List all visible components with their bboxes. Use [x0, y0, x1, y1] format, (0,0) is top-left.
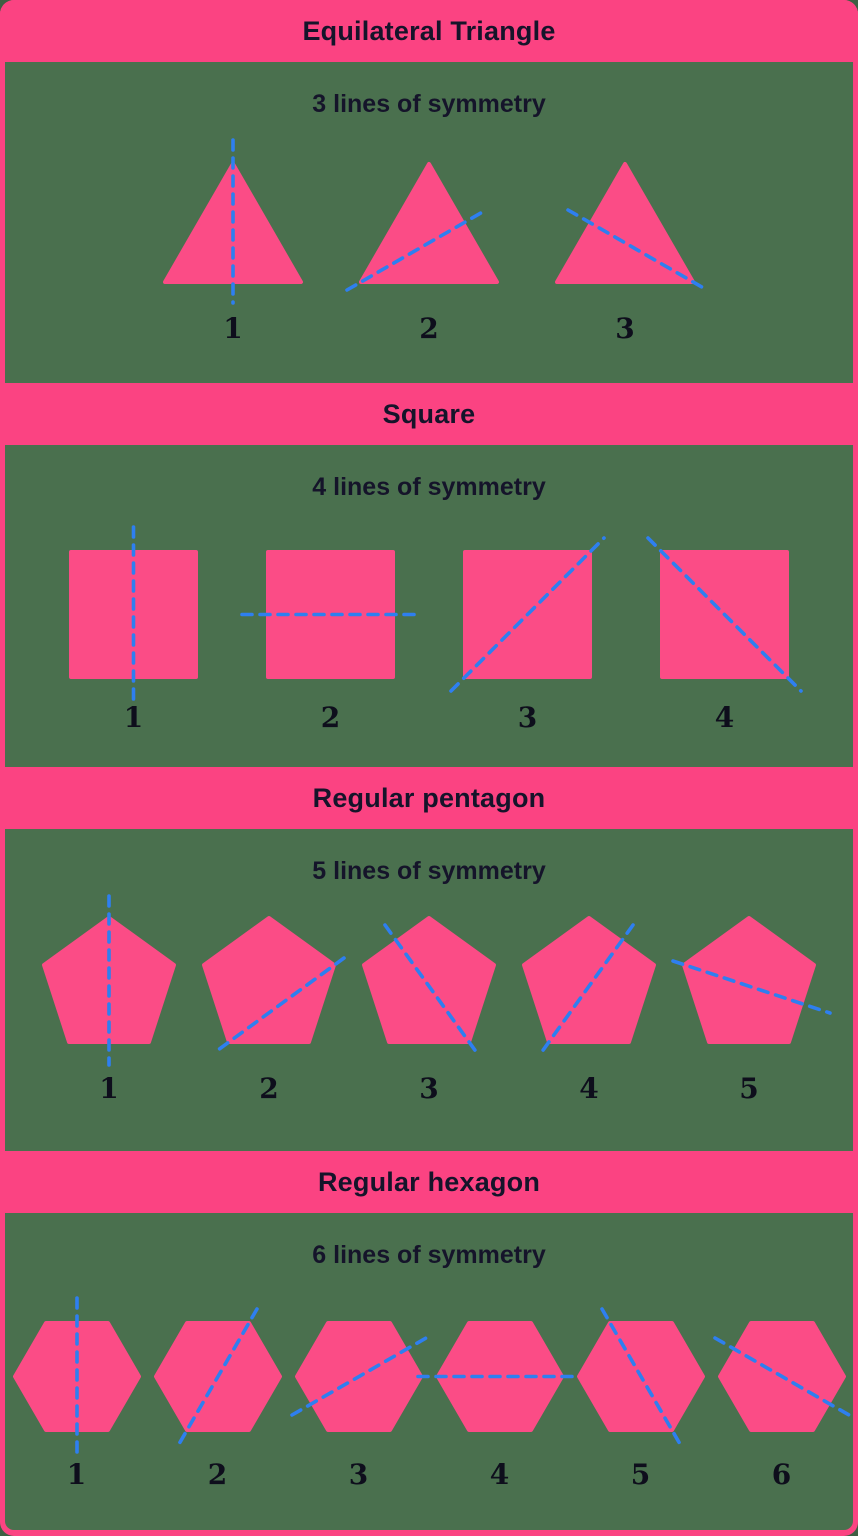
triangle-figure-1: 1 — [163, 138, 303, 345]
square-figure-3: 3 — [449, 536, 606, 734]
figure-number: 1 — [99, 1072, 119, 1105]
figure-row: 1 2 3 4 5 — [42, 894, 832, 1105]
pentagon-svg — [42, 894, 176, 1067]
figure-number: 1 — [123, 701, 144, 734]
triangle-svg — [345, 162, 499, 292]
section-content: 4 lines of symmetry 1 2 3 4 — [5, 445, 853, 767]
section-content: 6 lines of symmetry 1 2 3 4 5 6 — [5, 1213, 853, 1530]
figure-number: 4 — [489, 1458, 510, 1491]
symmetry-line-diagonal-bottom-left-to-top-right — [449, 536, 606, 693]
square-shape — [69, 550, 198, 679]
section-header: Regular hexagon — [0, 1151, 858, 1213]
triangle-shape — [359, 162, 499, 284]
hexagon-svg — [12, 1296, 141, 1457]
lines-of-symmetry-subtitle: 5 lines of symmetry — [312, 857, 546, 885]
figure-number: 2 — [419, 312, 439, 345]
section-title: Regular pentagon — [312, 782, 546, 813]
square-svg — [449, 536, 606, 693]
symmetry-line-right-vertex-to-bottom-left — [216, 956, 346, 1052]
symmetry-line-left-vertex-to-lower-right-edge — [671, 959, 832, 1015]
figure-number: 3 — [348, 1458, 369, 1491]
hexagon-svg — [289, 1321, 428, 1432]
figure-row: 1 2 3 4 — [69, 525, 803, 734]
symmetry-line-diagonal-top-left-to-bottom-right — [646, 536, 803, 693]
hexagon-svg — [576, 1307, 705, 1446]
section-square: Square 4 lines of symmetry 1 2 3 4 — [0, 383, 858, 767]
square-figure-4: 4 — [646, 536, 803, 734]
pentagon-shape — [202, 916, 336, 1044]
figure-number: 2 — [207, 1458, 228, 1491]
lines-of-symmetry-subtitle: 4 lines of symmetry — [312, 473, 546, 501]
lines-of-symmetry-subtitle: 6 lines of symmetry — [312, 1241, 546, 1269]
symmetry-line-upper-left-to-lower-right-edge-midpoints — [712, 1336, 851, 1417]
pentagon-svg — [202, 916, 346, 1052]
hexagon-figure-4: 4 — [415, 1321, 584, 1491]
figure-number: 1 — [223, 312, 243, 345]
symmetry-line-upper-left-edge-to-bottom-right-vertex — [383, 923, 479, 1055]
figure-number: 4 — [714, 701, 735, 734]
hexagon-figure-3: 3 — [289, 1321, 428, 1491]
hexagon-figure-2: 2 — [153, 1307, 282, 1491]
figure-number: 5 — [630, 1458, 651, 1491]
section-title: Square — [382, 398, 476, 429]
figure-number: 4 — [579, 1072, 599, 1105]
figure-number: 2 — [259, 1072, 279, 1105]
symmetry-line-bottom-left-vertex-to-right-edge — [345, 208, 488, 292]
section-content: 5 lines of symmetry 1 2 3 4 5 — [5, 829, 853, 1151]
symmetry-line-top-left-to-bottom-right-vertices — [599, 1307, 682, 1446]
lines-of-symmetry-subtitle: 3 lines of symmetry — [312, 90, 546, 118]
hexagon-svg — [153, 1307, 282, 1446]
pentagon-shape — [682, 916, 816, 1044]
section-equilateral-triangle: Equilateral Triangle 3 lines of symmetry… — [0, 0, 858, 383]
symmetry-line-upper-right-edge-to-bottom-left-vertex — [539, 923, 635, 1055]
square-svg — [240, 550, 421, 679]
figure-number: 3 — [615, 312, 635, 345]
section-header: Equilateral Triangle — [0, 0, 858, 62]
pentagon-figure-4: 4 — [522, 916, 656, 1105]
square-figure-2: 2 — [240, 550, 421, 734]
hexagon-figure-5: 5 — [576, 1307, 705, 1491]
figure-number: 3 — [517, 701, 538, 734]
figure-number: 6 — [771, 1458, 792, 1491]
pentagon-figure-3: 3 — [362, 916, 496, 1105]
symmetry-line-lower-left-to-upper-right-edge-midpoints — [289, 1336, 428, 1417]
section-regular-hexagon: Regular hexagon 6 lines of symmetry 1 2 3 4… — [0, 1151, 858, 1536]
pentagon-figure-1: 1 — [42, 894, 176, 1105]
figure-row: 1 2 3 4 5 6 — [12, 1296, 851, 1491]
square-figure-1: 1 — [69, 525, 198, 734]
pentagon-svg — [362, 916, 496, 1055]
triangle-svg — [555, 162, 709, 292]
triangle-shape — [555, 162, 695, 284]
figure-number: 1 — [66, 1458, 87, 1491]
section-title: Equilateral Triangle — [302, 15, 556, 46]
figure-number: 3 — [419, 1072, 439, 1105]
pentagon-shape — [522, 916, 656, 1044]
pentagon-svg — [671, 916, 832, 1044]
hexagon-svg — [415, 1321, 584, 1432]
section-content: 3 lines of symmetry 1 2 3 — [5, 62, 853, 383]
square-svg — [69, 525, 198, 704]
figure-number: 5 — [739, 1072, 759, 1105]
symmetry-line-left-edge-to-bottom-right-vertex — [566, 208, 709, 292]
symmetry-line-top-right-to-bottom-left-vertices — [176, 1307, 259, 1446]
section-regular-pentagon: Regular pentagon 5 lines of symmetry 1 2 3… — [0, 767, 858, 1151]
triangle-svg — [163, 138, 303, 305]
section-header: Regular pentagon — [0, 767, 858, 829]
triangle-figure-3: 3 — [555, 162, 709, 345]
pentagon-svg — [522, 916, 656, 1055]
pentagon-figure-5: 5 — [671, 916, 832, 1105]
pentagon-shape — [362, 916, 496, 1044]
figure-number: 2 — [320, 701, 341, 734]
square-svg — [646, 536, 803, 693]
triangle-figure-2: 2 — [345, 162, 499, 345]
hexagon-figure-6: 6 — [712, 1321, 851, 1491]
hexagon-figure-1: 1 — [12, 1296, 141, 1491]
pentagon-figure-2: 2 — [202, 916, 346, 1105]
section-title: Regular hexagon — [317, 1166, 541, 1197]
hexagon-svg — [712, 1321, 851, 1432]
section-header: Square — [0, 383, 858, 445]
figure-row: 1 2 3 — [163, 138, 709, 345]
